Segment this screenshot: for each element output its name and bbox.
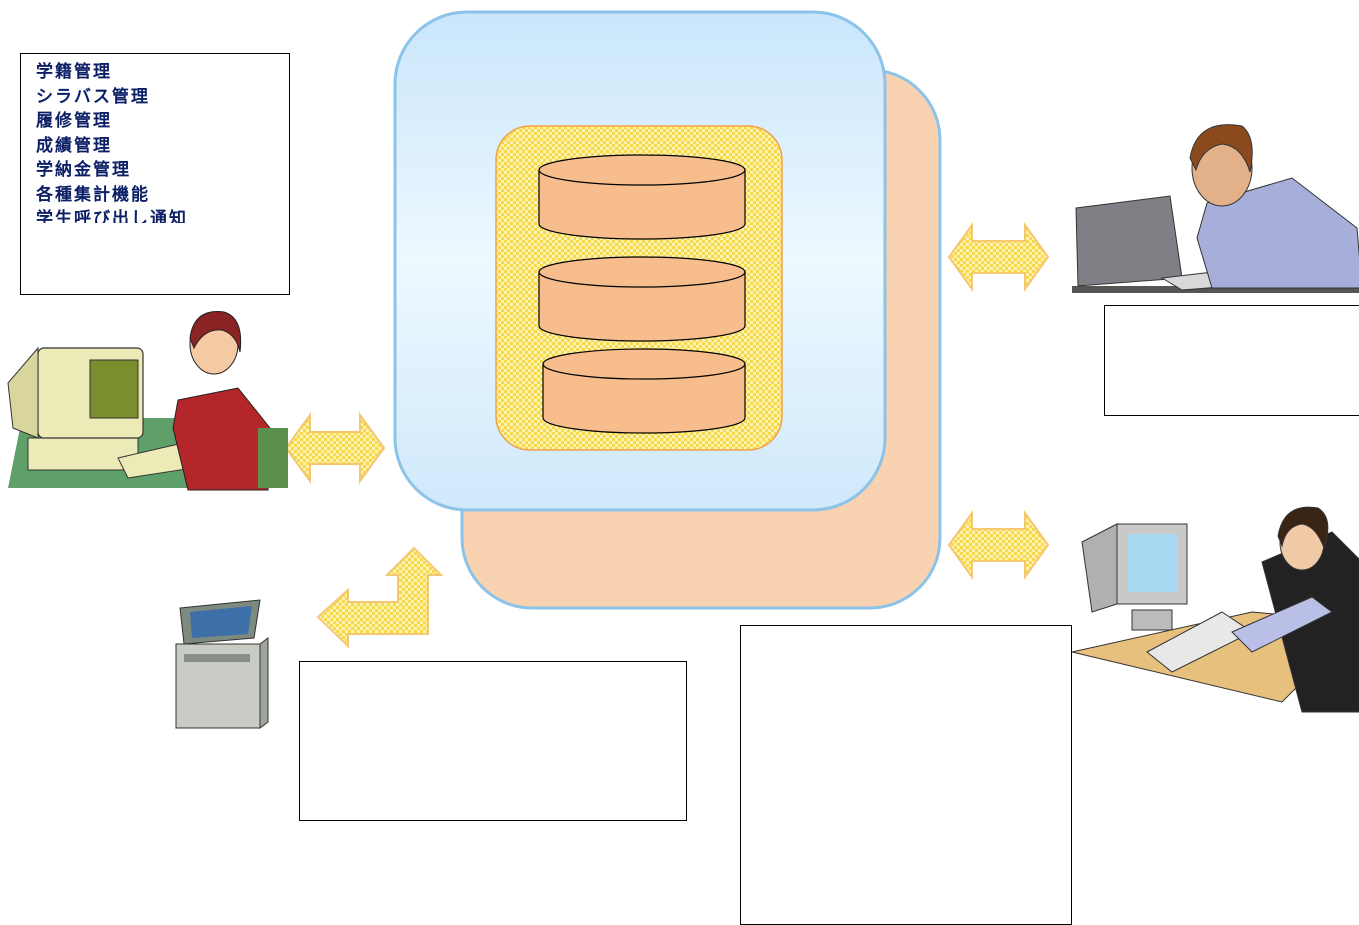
feature-item: 履修管理 <box>36 111 112 131</box>
double-arrow-top-right <box>947 221 1050 293</box>
feature-item: 学籍管理 <box>36 62 112 82</box>
feature-list: 学籍管理 シラバス管理 履修管理 成績管理 学納金管理 各種集計機能 学生呼び出… <box>36 60 276 223</box>
feature-item: 学納金管理 <box>36 160 131 180</box>
label-box-laptop-user <box>1104 305 1359 416</box>
desk-pc-user-icon <box>1071 506 1359 713</box>
student-at-desktop-icon <box>7 311 288 491</box>
label-box-kiosk <box>299 661 687 821</box>
feature-item: 学生呼び出し通知 <box>36 209 188 223</box>
laptop-user-icon <box>1072 124 1359 293</box>
feature-item: シラバス管理 <box>36 86 150 107</box>
feature-item: 成績管理 <box>36 135 112 156</box>
database-cylinder-2 <box>538 256 746 342</box>
database-cylinder-1 <box>538 154 746 240</box>
kiosk-terminal-icon <box>175 599 269 729</box>
double-arrow-left <box>284 411 386 485</box>
feature-list-box <box>20 53 290 295</box>
label-box-desk-user <box>740 625 1072 925</box>
database-cylinder-3 <box>542 348 746 434</box>
feature-item: 各種集計機能 <box>36 184 150 205</box>
double-arrow-bottom-right <box>947 509 1050 581</box>
l-shaped-arrow <box>316 546 444 649</box>
